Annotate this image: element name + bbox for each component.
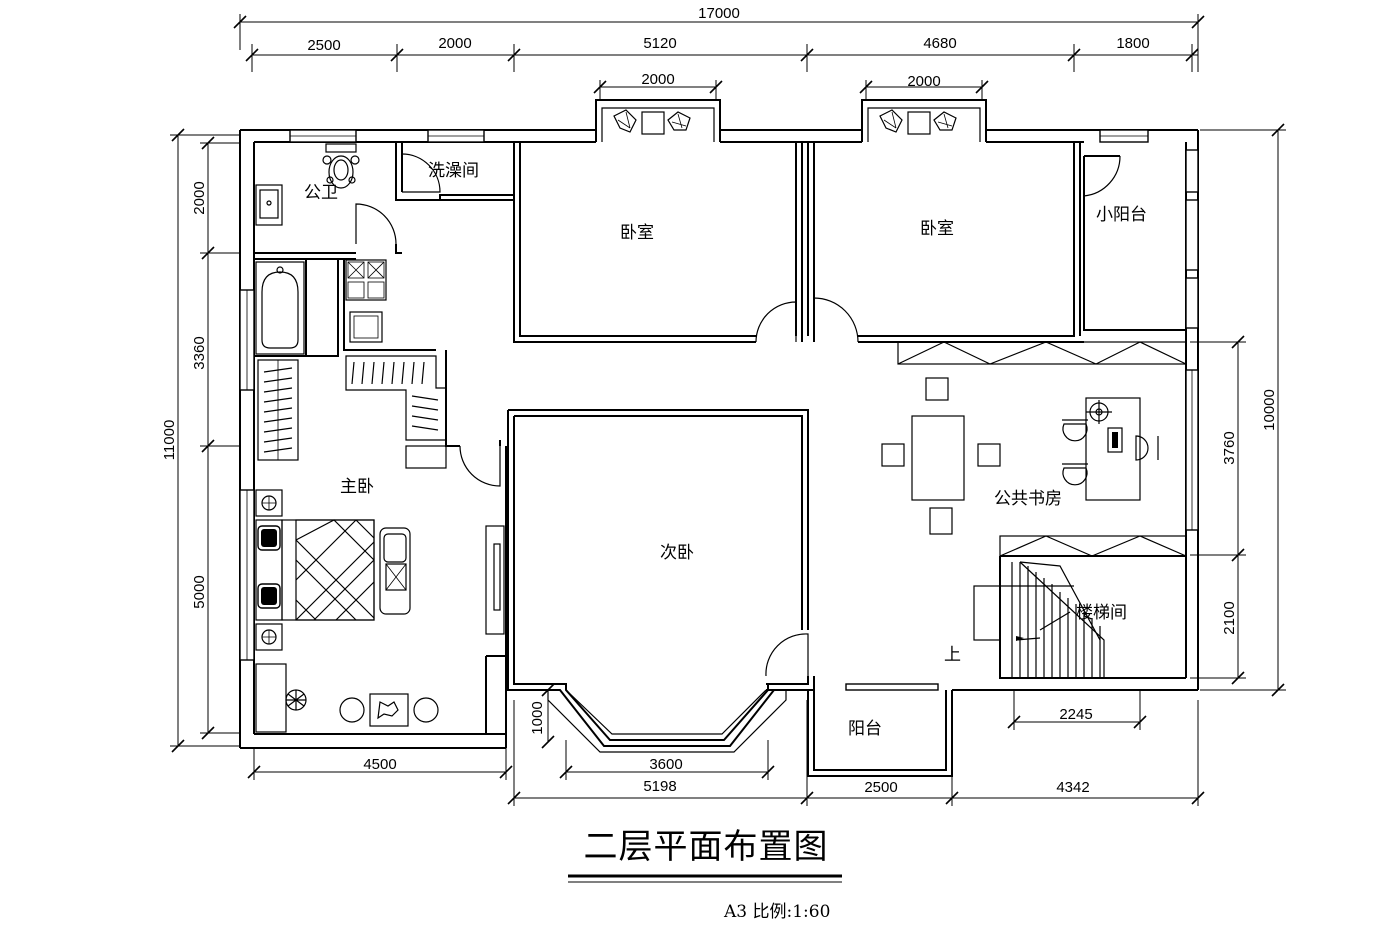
- dim-right-1: 3760: [1221, 431, 1238, 464]
- dim-left-3: 5000: [191, 575, 208, 608]
- dim-top-2: 2000: [438, 35, 471, 52]
- dining-table: [881, 377, 1001, 535]
- bathtub: [255, 261, 305, 355]
- dim-top-total: 17000: [698, 5, 740, 22]
- dim-top-3: 5120: [643, 35, 676, 52]
- label-public-wc: 公卫: [304, 183, 338, 203]
- label-up: 上: [944, 645, 961, 665]
- north-windows: [239, 129, 1199, 661]
- dim-left-1: 2000: [191, 181, 208, 214]
- study-desk: [1062, 397, 1159, 501]
- label-bedroom-2: 卧室: [920, 219, 954, 239]
- dim-bottom-1: 4500: [363, 756, 396, 773]
- dim-bay-2: 2000: [907, 73, 940, 90]
- dim-left-total: 11000: [161, 420, 178, 461]
- label-small-balcony: 小阳台: [1096, 205, 1147, 225]
- bay-window-north-2: [861, 99, 987, 142]
- bench: [379, 527, 411, 615]
- outer-walls: [239, 129, 1199, 749]
- dim-bay-window: 3600: [649, 756, 682, 773]
- walk-in-closet: [345, 355, 447, 469]
- dim-left-2: 3360: [191, 336, 208, 369]
- doors: [355, 153, 1121, 677]
- label-shower: 洗澡间: [428, 161, 479, 181]
- dim-bottom-2: 5198: [643, 778, 676, 795]
- scale-note: A3 比例:1:60: [723, 902, 830, 922]
- dim-stair-width: 2245: [1059, 706, 1092, 723]
- staircase: [973, 556, 1105, 679]
- interior-walls: [254, 142, 1186, 777]
- label-stairs: 楼梯间: [1076, 603, 1127, 623]
- dim-top-1: 2500: [307, 37, 340, 54]
- shelf-north: [897, 341, 1187, 365]
- drawing-title: 二层平面布置图: [584, 827, 829, 867]
- dim-bottom-4: 4342: [1056, 779, 1089, 796]
- left-dimension-lines: [170, 128, 240, 753]
- label-bedroom-1: 卧室: [620, 223, 654, 243]
- dim-right-total: 10000: [1261, 389, 1278, 431]
- dim-right-2: 2100: [1221, 601, 1238, 634]
- label-balcony: 阳台: [848, 719, 882, 739]
- label-master: 主卧: [340, 477, 374, 497]
- stair-shelf: [999, 535, 1187, 557]
- bay-window-north-1: [595, 99, 721, 142]
- dim-bay-depth: 1000: [529, 701, 546, 734]
- cabinet-unit: [345, 259, 387, 343]
- label-second-bedroom: 次卧: [660, 543, 694, 563]
- master-bed: [255, 489, 375, 651]
- dim-bay-1: 2000: [641, 71, 674, 88]
- label-study: 公共书房: [994, 489, 1062, 509]
- wc-fixtures: [255, 143, 360, 226]
- right-dimension-lines: [1190, 123, 1286, 697]
- dim-top-4: 4680: [923, 35, 956, 52]
- dim-top-5: 1800: [1116, 35, 1149, 52]
- master-desk: [255, 663, 439, 733]
- wardrobe: [257, 359, 299, 461]
- top-dimension-lines: [233, 14, 1205, 100]
- tv-cabinet: [485, 525, 505, 635]
- dim-bottom-3: 2500: [864, 779, 897, 796]
